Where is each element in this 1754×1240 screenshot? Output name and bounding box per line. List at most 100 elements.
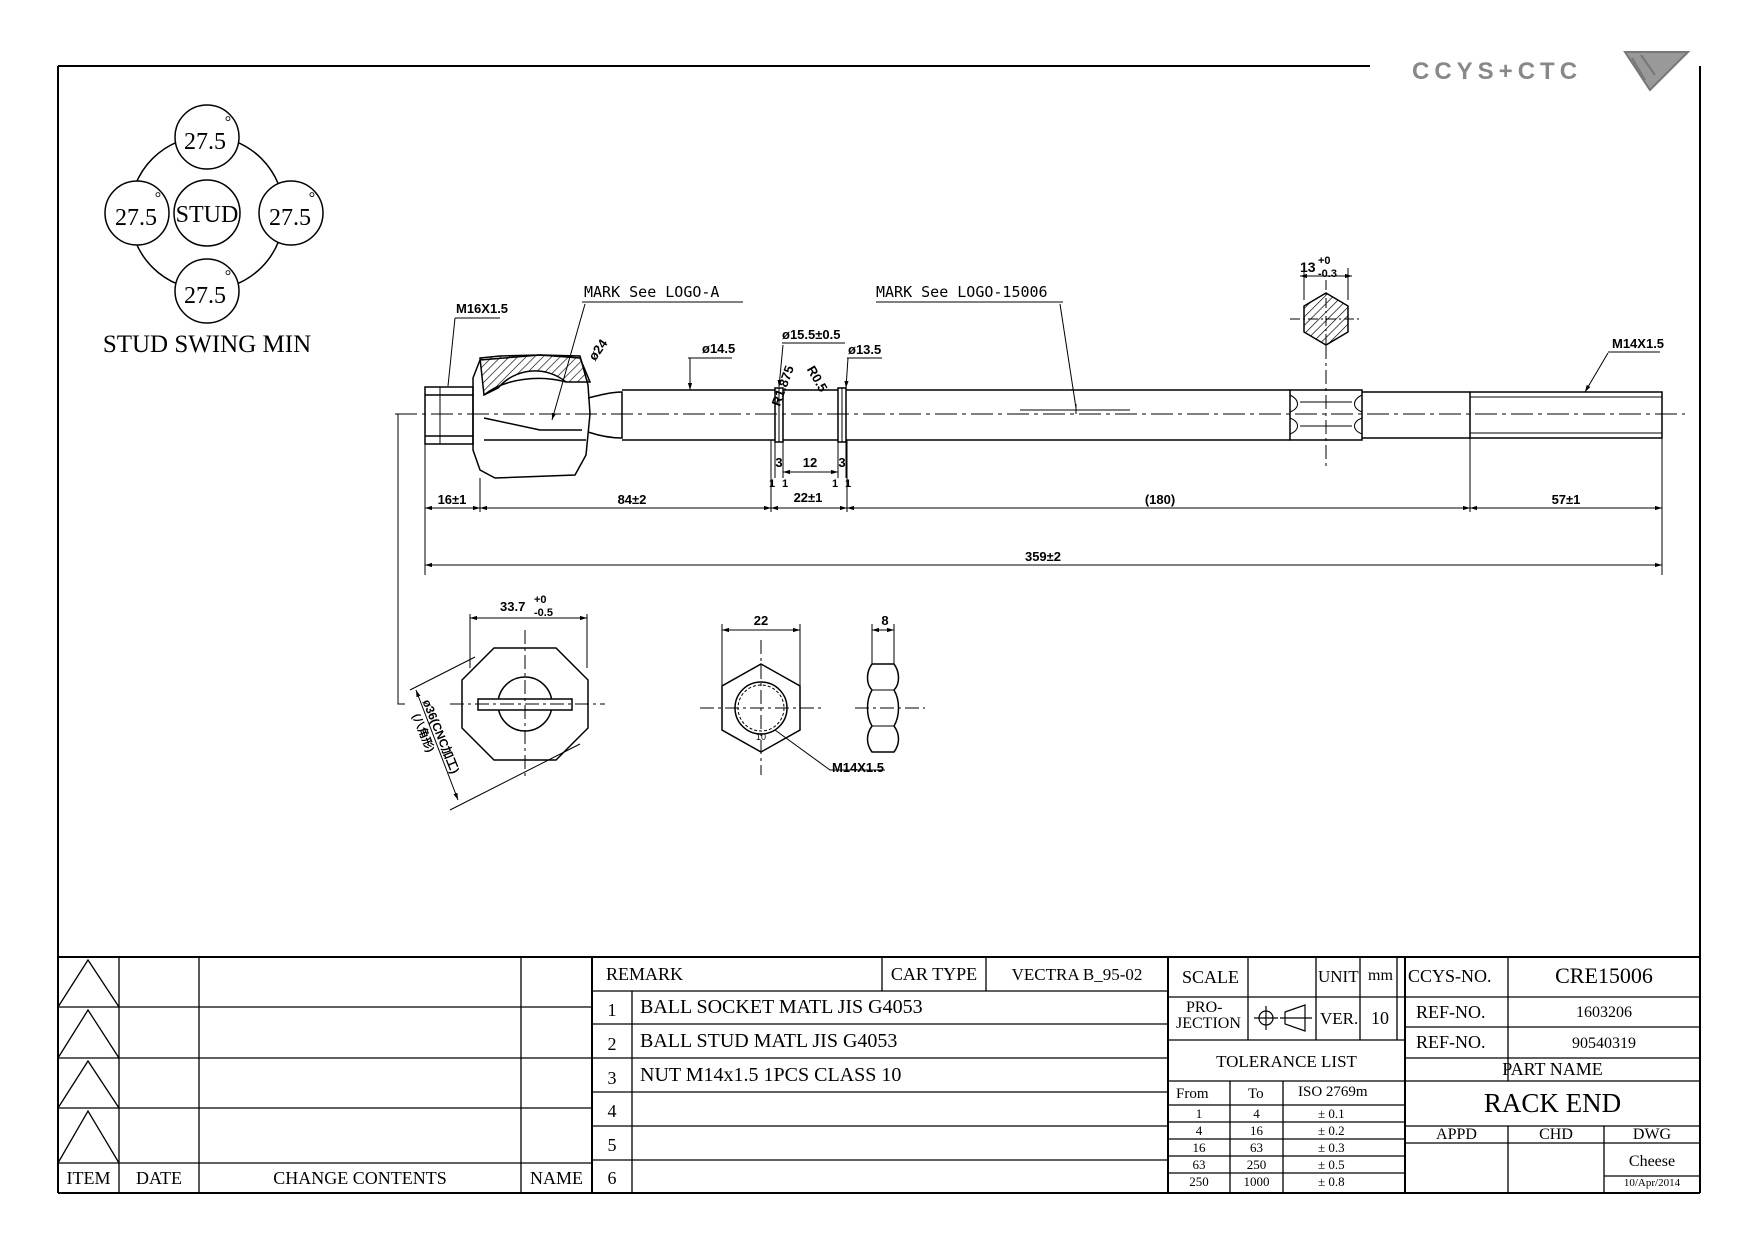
stud-swing-caption: STUD SWING MIN [103, 331, 311, 358]
part-name-value: RACK END [1483, 1088, 1622, 1118]
unit-value: mm [1368, 967, 1393, 984]
nut-labels: 22 8 10 M14X1.5 [754, 613, 889, 775]
tol-row-5-from: 250 [1189, 1174, 1209, 1189]
remark-text-3: NUT M14x1.5 1PCS CLASS 10 [640, 1064, 902, 1086]
dim-359: 359±2 [1025, 549, 1061, 564]
ref-no-1-value: 1603206 [1576, 1004, 1632, 1021]
rev-header-date: DATE [136, 1168, 182, 1188]
tol-header-from: From [1176, 1086, 1209, 1102]
brand-logo-mark [1623, 51, 1691, 92]
nut-class-mark: 10 [756, 732, 766, 742]
tol-row-1-to: 4 [1253, 1106, 1260, 1121]
dim-12: 12 [803, 455, 817, 470]
dim-1d: 1 [845, 478, 851, 490]
dim-1b: 1 [782, 478, 788, 490]
callout-mark-logo-a: MARK See LOGO-A [584, 283, 719, 301]
callout-phi24: ø24 [585, 336, 611, 364]
tol-row-3-iso: ± 0.3 [1318, 1140, 1345, 1155]
swing-center-label: STUD [176, 202, 239, 228]
car-type-value: VECTRA B_95-02 [1011, 965, 1143, 984]
main-callout-leaders [447, 301, 1660, 421]
appd-label: APPD [1436, 1126, 1477, 1143]
main-callout-texts: M16X1.5 MARK See LOGO-A MARK See LOGO-15… [456, 255, 1664, 408]
drawn-by: Cheese [1628, 1153, 1676, 1170]
swing-angle-top: 27.5 [184, 129, 226, 155]
tol-header-to: To [1248, 1086, 1264, 1102]
unit-label: UNIT [1318, 967, 1359, 986]
tol-row-1-iso: ± 0.1 [1318, 1106, 1345, 1121]
callout-w33-tol-up: +0 [534, 594, 547, 606]
tol-row-4-iso: ± 0.5 [1318, 1157, 1345, 1172]
nut-dim-8: 8 [881, 613, 888, 628]
socket-end-view [409, 614, 605, 811]
dimension-texts: 16±1 84±2 22±1 (180) 57±1 359±2 3 12 3 1… [438, 455, 1581, 564]
rev-header-item: ITEM [66, 1168, 111, 1188]
callout-w33: 33.7 [500, 599, 525, 614]
sheet-border [57, 65, 1701, 1194]
callout-m14-top: M14X1.5 [1612, 336, 1664, 351]
remark-no-2: 2 [607, 1034, 617, 1054]
stud-swing-labels: 27.5 27.5 STUD 27.5 27.5 ° ° ° ° [115, 114, 315, 309]
remark-no-6: 6 [607, 1168, 617, 1188]
callout-hex13-tol-up: +0 [1318, 255, 1331, 267]
dim-22: 22±1 [794, 490, 823, 505]
dim-84: 84±2 [618, 492, 647, 507]
stud-swing-diagram [104, 104, 324, 324]
callout-r1875: R1.875 [768, 364, 796, 409]
dimension-lines [397, 414, 1663, 705]
dim-180: (180) [1145, 492, 1175, 507]
part-name-label: PART NAME [1502, 1059, 1603, 1079]
tol-row-5-to: 1000 [1243, 1174, 1270, 1189]
ref-no-1-label: REF-NO. [1416, 1002, 1486, 1022]
tol-row-4-from: 63 [1192, 1157, 1206, 1172]
remark-no-1: 1 [607, 1000, 617, 1020]
callout-hex13: 13 [1300, 259, 1316, 275]
title-block-grid [57, 956, 1700, 1193]
remark-no-3: 3 [607, 1068, 617, 1088]
rack-end-side-view [395, 345, 1685, 479]
car-type-label: CAR TYPE [890, 964, 978, 984]
tol-row-3-to: 63 [1250, 1140, 1263, 1155]
swing-degree-right: ° [309, 190, 315, 207]
ver-value: 10 [1371, 1008, 1389, 1028]
swing-degree-left: ° [155, 190, 161, 207]
swing-angle-bottom: 27.5 [184, 283, 226, 309]
remark-no-5: 5 [607, 1135, 617, 1155]
remark-text-1: BALL SOCKET MATL JIS G4053 [640, 996, 923, 1018]
swing-degree-bottom: ° [225, 268, 231, 285]
tol-row-4-to: 250 [1246, 1157, 1267, 1172]
nut-dim-22: 22 [754, 613, 768, 628]
chd-label: CHD [1539, 1126, 1573, 1143]
rev-header-name: NAME [530, 1168, 583, 1188]
remark-text-2: BALL STUD MATL JIS G4053 [640, 1030, 898, 1052]
scale-label: SCALE [1182, 967, 1240, 987]
tol-row-2-from: 4 [1195, 1123, 1203, 1138]
tol-header-iso: ISO 2769m [1298, 1084, 1368, 1100]
callout-phi14-5: ø14.5 [702, 341, 735, 356]
nut-front-view [700, 624, 885, 775]
tol-row-2-iso: ± 0.2 [1318, 1123, 1345, 1138]
swing-angle-right: 27.5 [269, 205, 311, 231]
callout-hex13-tol-dn: -0.3 [1318, 268, 1337, 280]
remarks-header: REMARK [606, 964, 684, 984]
tol-row-3-from: 16 [1192, 1140, 1206, 1155]
callout-m14-nut: M14X1.5 [832, 760, 884, 775]
tolerance-title: TOLERANCE LIST [1216, 1052, 1357, 1071]
hex-section-view [1290, 268, 1362, 358]
callout-m16: M16X1.5 [456, 301, 508, 316]
tol-row-2-to: 16 [1250, 1123, 1263, 1138]
drawing-date: 10/Apr/2014 [1623, 1177, 1681, 1189]
dim-3a: 3 [775, 455, 782, 470]
dim-57: 57±1 [1552, 492, 1581, 507]
nut-side-view [855, 624, 925, 753]
tol-row-5-iso: ± 0.8 [1318, 1174, 1345, 1189]
callout-mark-logo-15006: MARK See LOGO-15006 [876, 283, 1048, 301]
dim-1c: 1 [832, 478, 838, 490]
projection-label-1: PRO- [1186, 999, 1223, 1016]
tol-row-1-from: 1 [1195, 1106, 1203, 1121]
dwg-label: DWG [1632, 1126, 1672, 1143]
swing-degree-top: ° [225, 114, 231, 131]
dim-1a: 1 [769, 478, 775, 490]
dim-3b: 3 [838, 455, 845, 470]
